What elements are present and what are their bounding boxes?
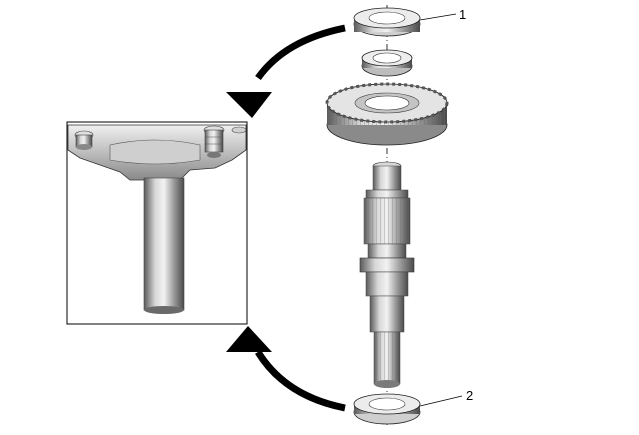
curved-arrow-left-down-icon <box>226 24 346 118</box>
callout-label-2: 2 <box>466 388 474 403</box>
inset-bolt-left <box>74 130 94 150</box>
inset-housing <box>67 124 247 181</box>
bearing-top <box>353 7 421 37</box>
bearing-bottom <box>353 393 421 425</box>
inset-bolt-right <box>203 125 247 158</box>
detail-inset <box>66 121 248 325</box>
leader-line-1 <box>419 13 457 21</box>
output-shaft <box>359 161 415 388</box>
inset-shaft <box>143 177 185 311</box>
gear <box>325 82 449 146</box>
callout-label-1: 1 <box>459 7 467 22</box>
curved-arrow-left-up-icon <box>226 326 346 412</box>
spacer-ring <box>361 49 413 77</box>
leader-line-2 <box>419 395 463 407</box>
